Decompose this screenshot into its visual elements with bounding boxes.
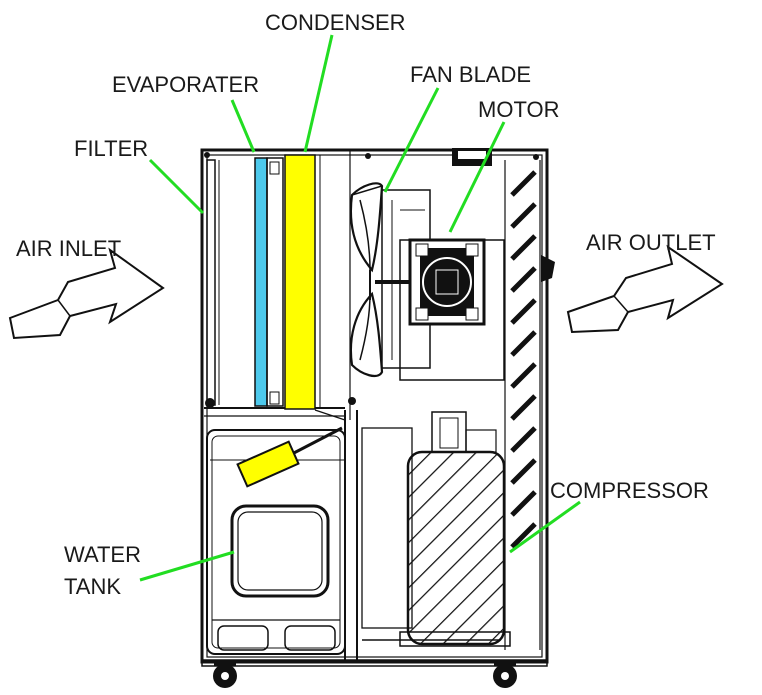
label-compressor: COMPRESSOR <box>550 478 709 503</box>
leader-motor <box>450 122 504 232</box>
label-air-inlet: AIR INLET <box>16 236 121 261</box>
compressor <box>400 412 510 646</box>
air-inlet-arrow <box>10 250 163 338</box>
label-evaporater: EVAPORATER <box>112 72 259 97</box>
label-water-line1: WATER <box>64 542 141 567</box>
motor <box>400 148 504 380</box>
leader-water-tank <box>140 552 234 580</box>
leader-fan-blade <box>385 88 438 192</box>
leader-evaporater <box>232 100 254 152</box>
label-condenser: CONDENSER <box>265 10 406 35</box>
label-fan-blade: FAN BLADE <box>410 62 531 87</box>
condenser-coil <box>285 155 320 409</box>
label-motor: MOTOR <box>478 97 559 122</box>
leader-filter <box>150 160 203 213</box>
label-air-outlet: AIR OUTLET <box>586 230 716 255</box>
leader-condenser <box>305 35 332 152</box>
filter-panel <box>207 160 219 405</box>
air-outlet-arrow <box>568 247 722 332</box>
label-water-line2: TANK <box>64 574 121 599</box>
evaporator-coil <box>255 158 283 406</box>
water-level-float <box>238 428 342 486</box>
label-filter: FILTER <box>74 136 148 161</box>
